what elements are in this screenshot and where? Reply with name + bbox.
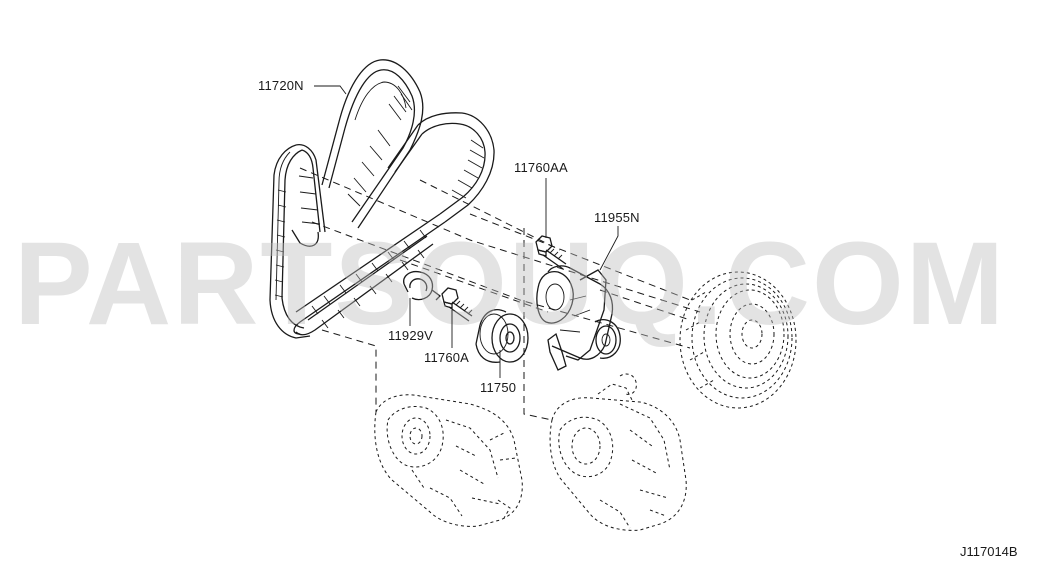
crankshaft-pulley <box>679 271 797 409</box>
ac-compressor <box>374 394 523 527</box>
label-11720n[interactable]: 11720N <box>258 78 304 93</box>
label-11760a[interactable]: 11760A <box>424 350 469 365</box>
alignment-lines <box>299 167 701 421</box>
bolt-11760a[interactable] <box>441 287 473 322</box>
clip-11929v[interactable] <box>403 270 441 301</box>
idler-pulley-11750[interactable] <box>475 309 529 363</box>
label-11750[interactable]: 11750 <box>480 380 516 395</box>
label-11929v[interactable]: 11929V <box>388 328 433 343</box>
watermark-text: PARTSOUQ.COM <box>14 218 1006 350</box>
label-11955n[interactable]: 11955N <box>594 210 640 225</box>
label-11760aa[interactable]: 11760AA <box>514 160 568 175</box>
leader-lines <box>314 85 619 378</box>
tensioner-11955n[interactable] <box>536 265 621 371</box>
figure-code: J117014B <box>960 544 1018 559</box>
drive-belt[interactable] <box>269 59 495 339</box>
alternator <box>549 373 687 531</box>
